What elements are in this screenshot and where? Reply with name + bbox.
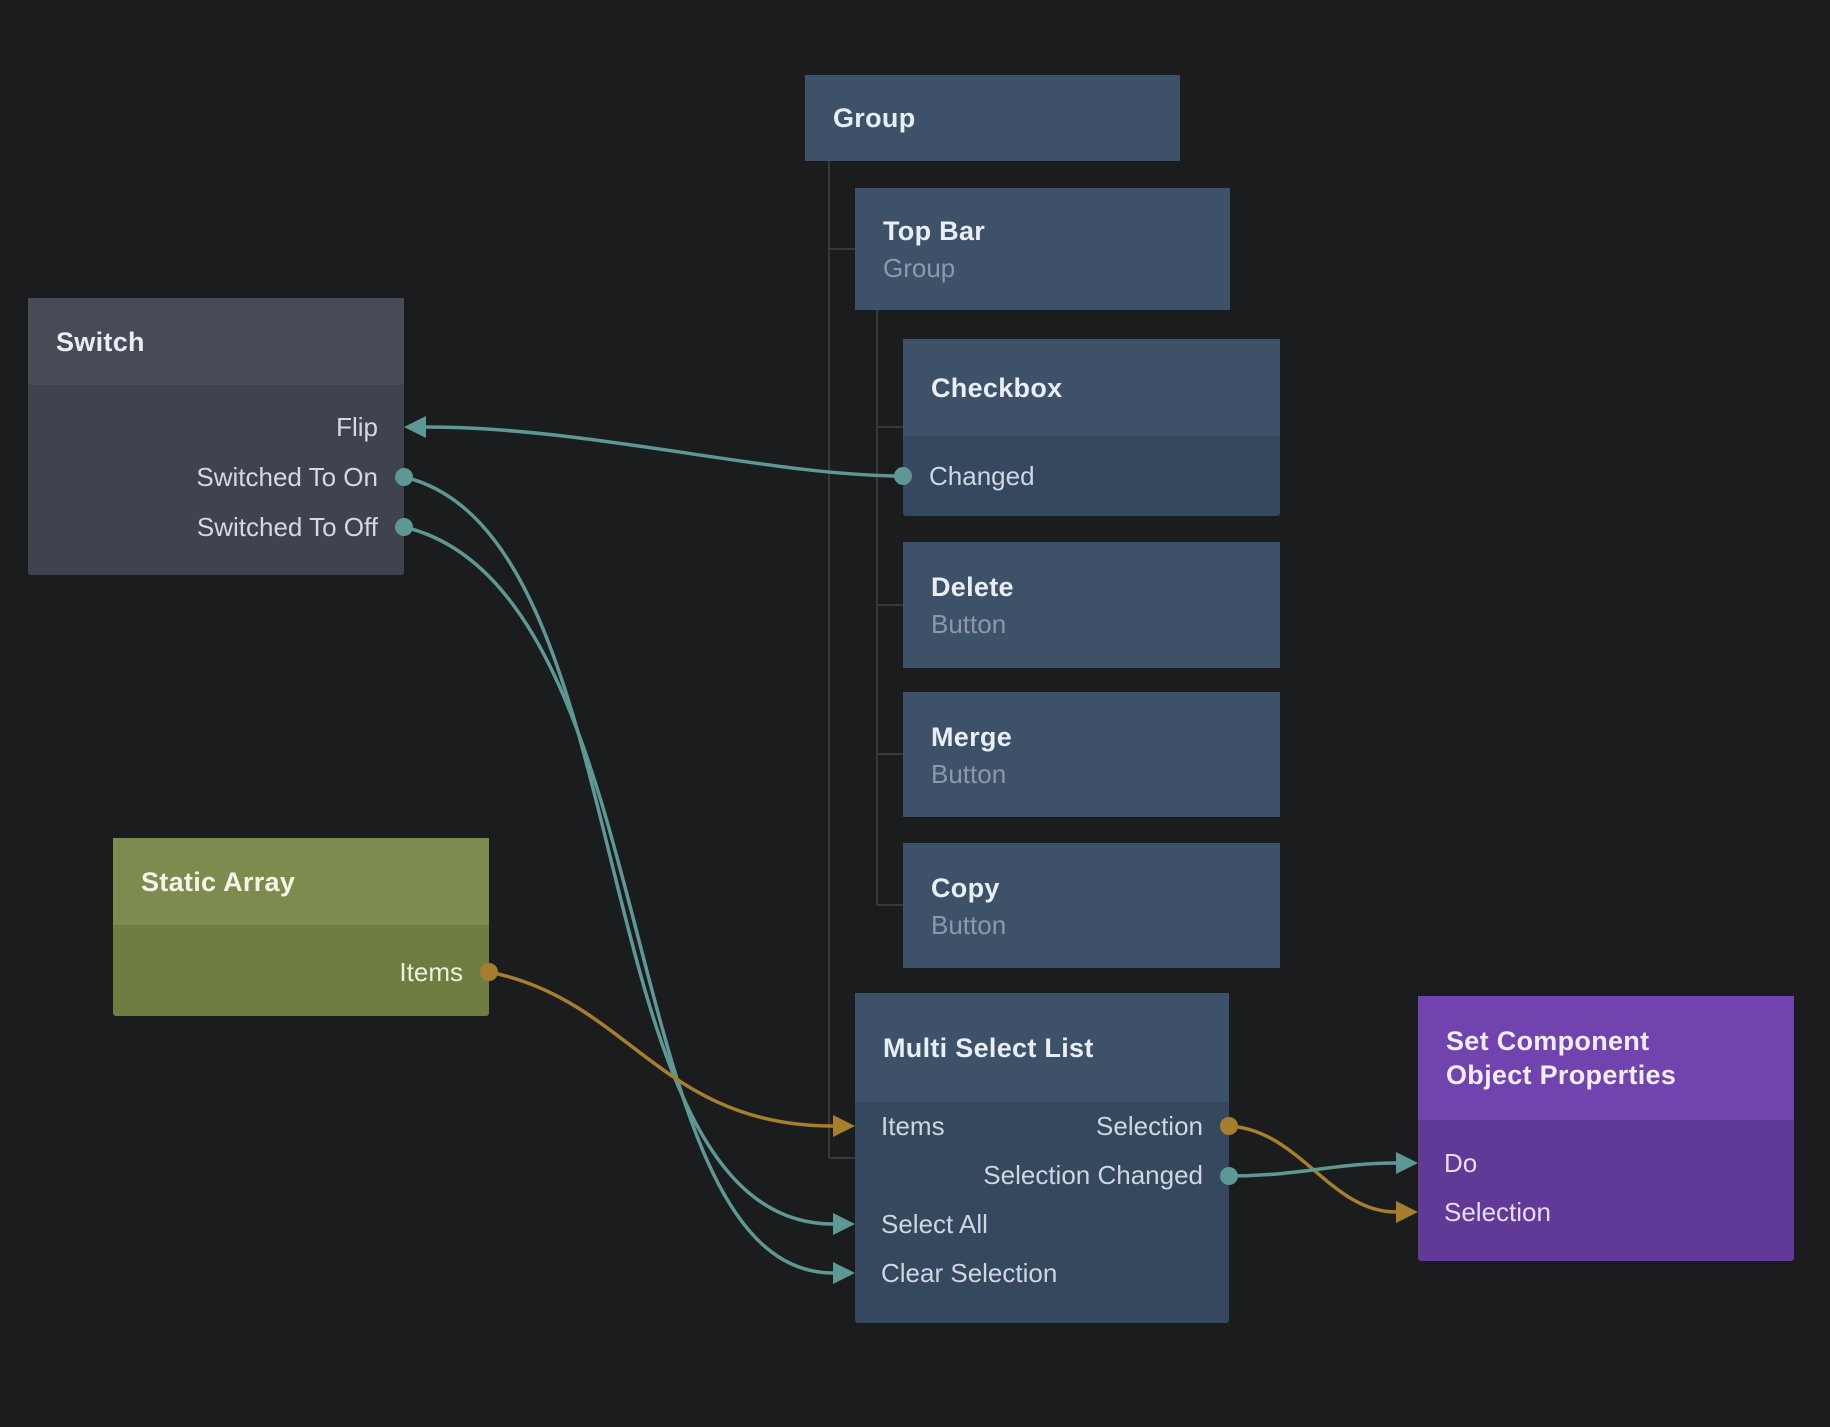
node-top-bar[interactable]: Top Bar Group [855, 188, 1230, 310]
node-copy-header: Copy Button [903, 843, 1280, 968]
port-selection[interactable]: Selection [1096, 1111, 1203, 1141]
node-switch-ports: Flip Switched To On Switched To Off [28, 385, 404, 552]
connection-msl-selection-changed-to-scop-do[interactable] [1227, 1161, 1398, 1178]
node-set-component-object-properties[interactable]: Set Component Object Properties Do Selec… [1418, 996, 1794, 1261]
connection-checkbox-changed-to-switch-flip[interactable] [424, 425, 905, 478]
node-delete-header: Delete Button [903, 542, 1280, 668]
port-flip[interactable]: Flip [28, 402, 404, 452]
arrow-scop-selection-input [1396, 1201, 1418, 1223]
port-do[interactable]: Do [1418, 1139, 1794, 1188]
node-switch-header: Switch [28, 298, 404, 385]
node-merge[interactable]: Merge Button [903, 692, 1280, 817]
node-group-header: Group [805, 75, 1180, 161]
port-label: Switched To Off [196, 511, 378, 542]
node-title: Static Array [141, 866, 296, 897]
node-scop-ports: Do Selection [1418, 1120, 1794, 1237]
node-subtitle: Button [931, 758, 1007, 789]
arrow-msl-items-input [833, 1115, 855, 1137]
node-group[interactable]: Group [805, 75, 1180, 161]
node-title-line2: Object Properties [1446, 1060, 1677, 1090]
port-label: Flip [336, 411, 378, 442]
node-subtitle: Button [931, 909, 1007, 940]
arrow-msl-clear-selection-input [833, 1262, 855, 1284]
port-label: Changed [929, 460, 1035, 491]
node-title-line1: Set Component [1446, 1026, 1650, 1056]
node-multi-select-list[interactable]: Multi Select List Items Selection Select… [855, 993, 1229, 1323]
node-title: Group [833, 103, 916, 133]
node-copy[interactable]: Copy Button [903, 843, 1280, 968]
port-label: Switched To On [196, 461, 378, 492]
arrow-switch-flip-input [404, 416, 426, 438]
port-selection-changed[interactable]: Selection Changed [855, 1151, 1229, 1200]
node-static-array-header: Static Array [113, 838, 489, 925]
node-top-bar-header: Top Bar Group [855, 188, 1230, 310]
node-merge-header: Merge Button [903, 692, 1280, 817]
port-label: Items [399, 956, 463, 987]
node-title: Top Bar [883, 216, 986, 246]
node-scop-header: Set Component Object Properties [1418, 996, 1794, 1120]
node-title: Multi Select List [883, 1032, 1094, 1063]
node-title: Checkbox [931, 372, 1063, 403]
node-static-array[interactable]: Static Array Items [113, 838, 489, 1016]
port-row-items-selection: Items Selection [855, 1102, 1229, 1151]
connection-static-array-items-to-msl-items[interactable] [487, 970, 835, 1128]
port-label: Selection [1444, 1197, 1551, 1227]
port-label: Select All [881, 1209, 988, 1239]
tree-line-topbar-children [876, 310, 903, 906]
port-label: Selection Changed [983, 1160, 1203, 1190]
port-changed[interactable]: Changed [903, 436, 1280, 516]
port-switched-to-off[interactable]: Switched To Off [28, 502, 404, 552]
tree-line-group-children [828, 161, 855, 1159]
port-label: Clear Selection [881, 1258, 1058, 1288]
port-items[interactable]: Items [113, 947, 489, 997]
connection-msl-selection-to-scop-selection[interactable] [1227, 1124, 1398, 1214]
arrow-msl-select-all-input [833, 1213, 855, 1235]
node-checkbox-header: Checkbox [903, 339, 1280, 436]
port-switched-to-on[interactable]: Switched To On [28, 452, 404, 502]
node-static-array-ports: Items [113, 925, 489, 997]
node-subtitle: Group [883, 253, 956, 283]
node-title: Copy [931, 872, 1000, 903]
node-multi-select-list-ports: Items Selection Selection Changed Select… [855, 1102, 1229, 1298]
node-checkbox-ports: Changed [903, 436, 1280, 516]
node-multi-select-list-header: Multi Select List [855, 993, 1229, 1102]
arrow-scop-do-input [1396, 1152, 1418, 1174]
node-title: Delete [931, 572, 1014, 602]
port-clear-selection[interactable]: Clear Selection [855, 1249, 1229, 1298]
node-subtitle: Button [931, 609, 1007, 639]
port-items[interactable]: Items [881, 1111, 945, 1141]
port-label: Do [1444, 1148, 1478, 1178]
port-select-all[interactable]: Select All [855, 1200, 1229, 1249]
node-checkbox[interactable]: Checkbox Changed [903, 339, 1280, 516]
node-switch[interactable]: Switch Flip Switched To On Switched To O… [28, 298, 404, 575]
node-title: Switch [56, 326, 145, 357]
node-title: Merge [931, 721, 1013, 752]
port-selection[interactable]: Selection [1418, 1188, 1794, 1237]
node-delete[interactable]: Delete Button [903, 542, 1280, 668]
